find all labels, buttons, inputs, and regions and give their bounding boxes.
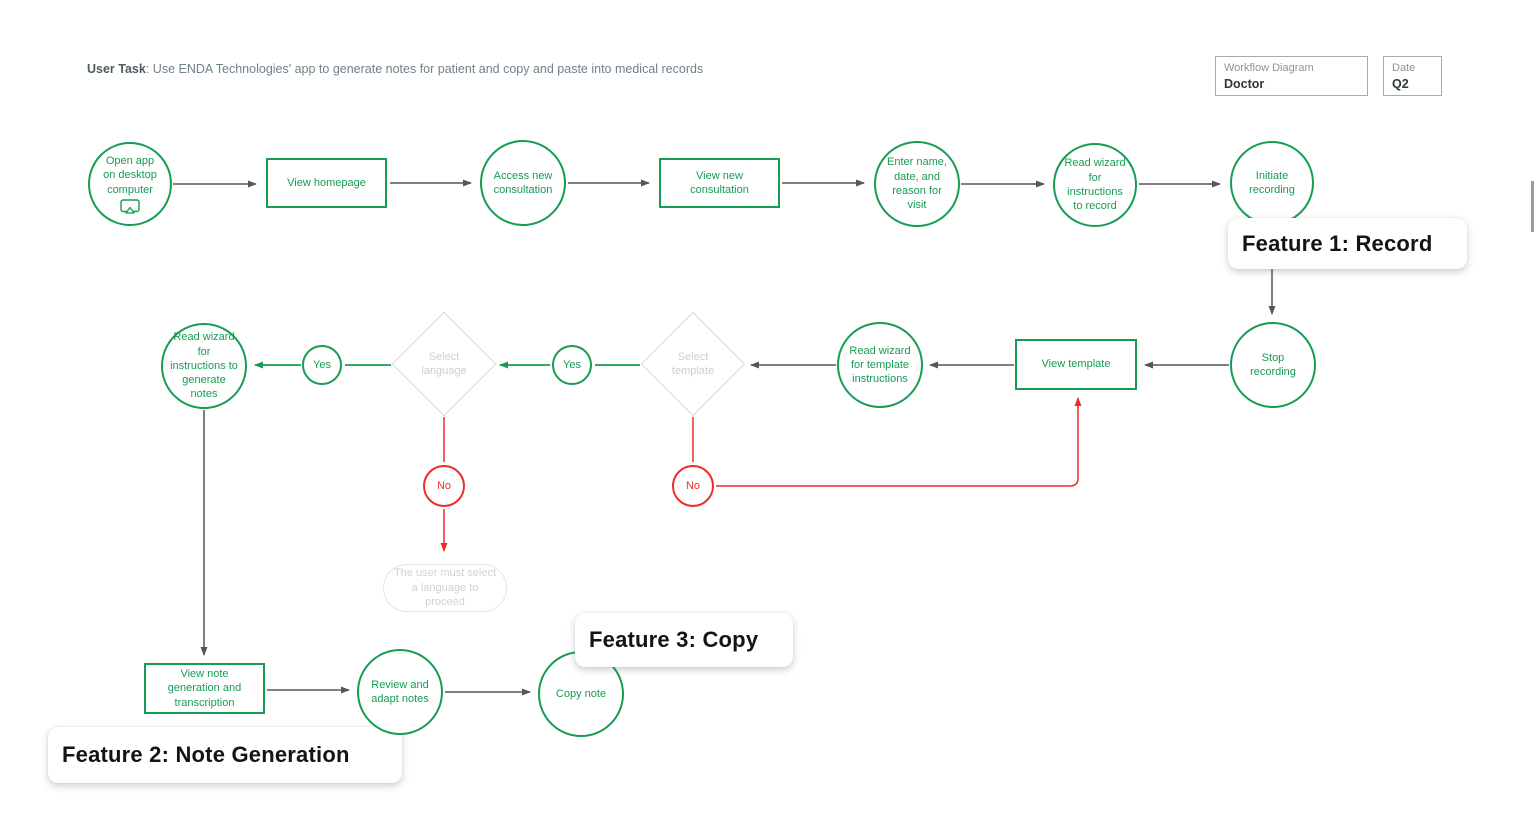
node-label: Enter name, date, and reason for visit [887,156,947,212]
meta-box-workflow[interactable]: Workflow Diagram Doctor [1215,56,1368,96]
node-enter-details[interactable]: Enter name, date, and reason for visit [874,141,960,227]
node-no-template[interactable]: No [672,465,714,507]
node-initiate-recording[interactable]: Initiate recording [1230,141,1314,225]
node-view-template[interactable]: View template [1015,339,1137,390]
node-label: Review and adapt notes [371,678,429,705]
node-read-wizard-generate[interactable]: Read wizard for instructions to generate… [161,323,247,409]
decision-select-template[interactable]: Select template [640,311,746,417]
decision-label: Select template [671,350,715,377]
node-label: Read wizard for instructions to generate… [170,331,238,401]
meta-value: Doctor [1224,76,1265,91]
screen-share-icon [120,199,140,214]
node-label: Access new consultation [493,169,553,196]
feature-1-card[interactable]: Feature 1: Record [1228,218,1467,269]
meta-value: Q2 [1392,76,1409,91]
node-stop-recording[interactable]: Stop recording [1230,322,1316,408]
node-label: Yes [313,358,331,371]
meta-label: Workflow Diagram [1224,62,1314,74]
note-select-language-required[interactable]: The user must select a language to proce… [383,564,507,612]
user-task-label: User Task [87,62,146,76]
connector-no-viewtemplate [716,397,1082,487]
node-label: Copy note [555,687,607,700]
node-label: No [685,479,701,492]
meta-box-date[interactable]: Date Q2 [1383,56,1442,96]
feature-1-label: Feature 1: Record [1242,230,1433,256]
node-view-note-generation[interactable]: View note generation and transcription [144,663,265,714]
node-view-homepage[interactable]: View homepage [266,158,387,208]
node-label: No [436,479,452,492]
vertical-scrollbar-thumb[interactable] [1531,181,1534,232]
meta-label: Date [1392,62,1416,74]
feature-2-label: Feature 2: Note Generation [62,742,350,767]
node-label: Stop recording [1250,351,1296,378]
feature-3-card[interactable]: Feature 3: Copy [575,613,793,667]
node-read-wizard-template[interactable]: Read wizard for template instructions [837,322,923,408]
node-label: View note generation and transcription [167,668,242,709]
feature-2-card[interactable]: Feature 2: Note Generation [48,727,402,783]
feature-3-label: Feature 3: Copy [589,627,759,652]
decision-select-language[interactable]: Select language [391,311,497,417]
node-label: Read wizard for instructions to record [1064,157,1126,213]
node-yes-language[interactable]: Yes [302,345,342,385]
decision-label: Select language [421,350,467,377]
node-label: Yes [563,358,581,371]
note-label: The user must select a language to proce… [393,566,497,609]
node-label: Open app on desktop computer [103,155,157,196]
node-review-adapt-notes[interactable]: Review and adapt notes [357,649,443,735]
node-no-language[interactable]: No [423,465,465,507]
node-label: View homepage [287,176,366,189]
node-open-app[interactable]: Open app on desktop computer [88,142,172,226]
node-label: View new consultation [690,169,749,196]
node-label: Initiate recording [1249,169,1295,196]
node-label: View template [1041,358,1111,371]
user-task-text: User Task: Use ENDA Technologies' app to… [87,62,704,76]
node-view-new-consultation[interactable]: View new consultation [659,158,780,208]
node-label: Read wizard for template instructions [849,344,911,386]
node-yes-template[interactable]: Yes [552,345,592,385]
node-access-new-consultation[interactable]: Access new consultation [480,140,566,226]
node-read-wizard-record[interactable]: Read wizard for instructions to record [1053,143,1137,227]
